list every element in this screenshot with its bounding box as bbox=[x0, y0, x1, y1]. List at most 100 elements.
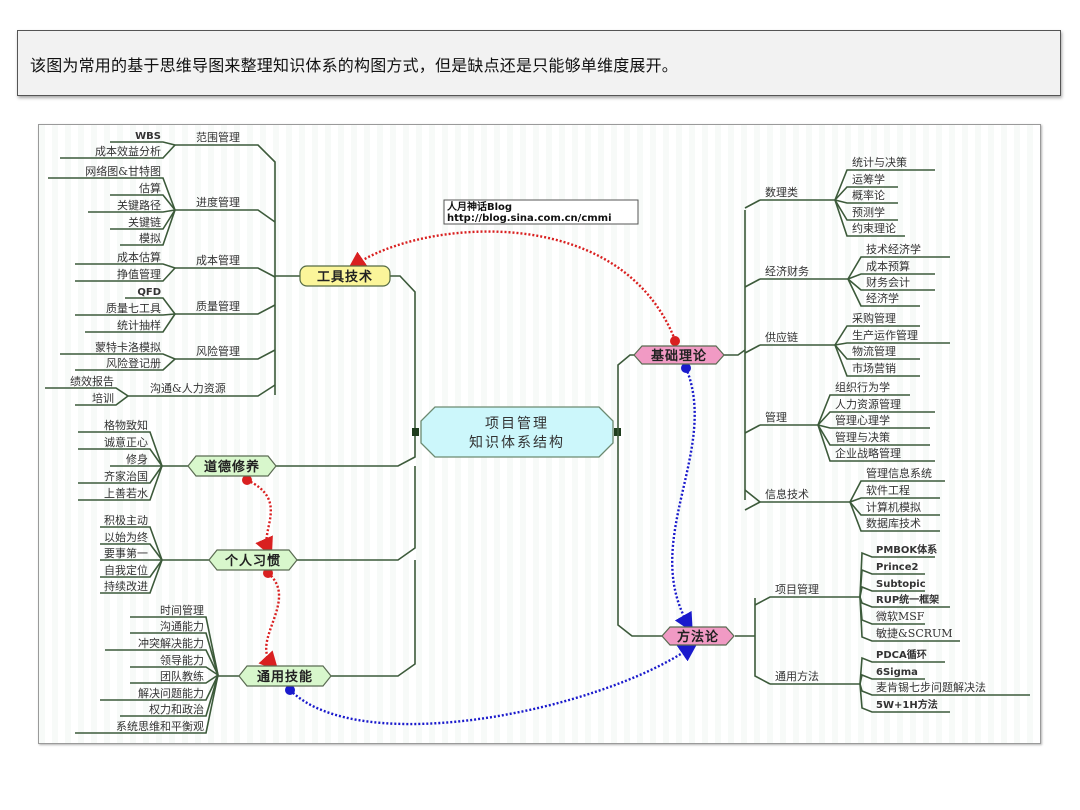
leaf-connector bbox=[834, 186, 898, 201]
group-connector bbox=[744, 344, 761, 354]
leaf-label: 成本效益分析 bbox=[95, 144, 161, 158]
link-habits-to-skills bbox=[258, 572, 281, 672]
leaf-connector bbox=[817, 394, 910, 426]
leaf-label: 预测学 bbox=[852, 205, 885, 219]
leaf-connector bbox=[834, 342, 950, 346]
leaf-label: 6Sigma bbox=[876, 667, 918, 678]
leaf-connector bbox=[60, 144, 176, 159]
leaf-connector bbox=[100, 526, 163, 561]
leaf-connector bbox=[834, 199, 898, 204]
leaf-label: 蒙特卡洛模拟 bbox=[95, 340, 161, 354]
group-connector bbox=[175, 144, 276, 395]
blog-box bbox=[443, 199, 639, 225]
group-label: 管理 bbox=[765, 410, 787, 424]
leaf-label: PMBOK体系 bbox=[876, 543, 937, 556]
link-theory-to-methods bbox=[671, 367, 696, 633]
leaf-connector bbox=[78, 465, 163, 501]
leaf-label: 管理与决策 bbox=[835, 430, 890, 444]
group-label: 风险管理 bbox=[196, 344, 240, 358]
group-label: 沟通&人力资源 bbox=[150, 381, 226, 395]
leaf-connector bbox=[110, 209, 176, 230]
node-habits[interactable] bbox=[208, 549, 298, 571]
leaf-label: 成本预算 bbox=[866, 259, 910, 273]
center-left-handle bbox=[412, 428, 419, 436]
link-dot-blue bbox=[681, 363, 691, 373]
leaf-label: 管理心理学 bbox=[835, 413, 890, 427]
leaf-label: 经济学 bbox=[866, 291, 899, 305]
leaf-label: 沟通能力 bbox=[160, 619, 204, 633]
center-node[interactable] bbox=[420, 406, 614, 458]
leaf-connector bbox=[849, 501, 940, 532]
leaf-label: 时间管理 bbox=[160, 603, 204, 617]
leaf-label: 人力资源管理 bbox=[835, 397, 901, 411]
leaf-connector bbox=[110, 141, 176, 146]
group-connector bbox=[754, 596, 860, 606]
leaf-label: 修身 bbox=[126, 452, 148, 466]
leaf-connector bbox=[817, 411, 935, 426]
leaf-label: 麦肯锡七步问题解决法 bbox=[876, 680, 986, 694]
group-connector bbox=[744, 489, 761, 503]
leaf-label: 敏捷&SCRUM bbox=[876, 626, 953, 640]
leaf-connector bbox=[105, 649, 219, 676]
leaf-label: 采购管理 bbox=[852, 311, 896, 325]
methods-trunk bbox=[754, 598, 771, 685]
leaf-label: 冲突解决能力 bbox=[138, 636, 204, 650]
leaf-label: 财务会计 bbox=[866, 275, 910, 289]
node-skills[interactable] bbox=[238, 665, 332, 687]
main-connector bbox=[297, 466, 416, 561]
node-tools-label: 工具技术 bbox=[317, 269, 373, 285]
group-connector bbox=[175, 209, 276, 223]
leaf-label: 持续改进 bbox=[104, 579, 148, 593]
leaf-connector bbox=[834, 344, 920, 377]
leaf-label: 格物致知 bbox=[104, 418, 148, 432]
group-label: 质量管理 bbox=[196, 299, 240, 313]
leaf-connector bbox=[859, 585, 925, 598]
group-connector bbox=[128, 384, 276, 397]
node-habits-label: 个人习惯 bbox=[224, 553, 281, 569]
leaf-connector bbox=[100, 559, 163, 594]
leaf-connector bbox=[75, 263, 176, 269]
leaf-label: 5W+1H方法 bbox=[876, 698, 938, 711]
leaf-connector bbox=[834, 344, 920, 360]
leaf-label: 齐家治国 bbox=[104, 469, 148, 483]
leaf-connector bbox=[75, 267, 176, 282]
main-connector bbox=[390, 275, 416, 432]
leaf-connector bbox=[60, 353, 176, 360]
leaf-connector bbox=[859, 683, 950, 713]
caption-box: 该图为常用的基于思维导图来整理知识体系的构图方式，但是缺点还是只能够单维度展开。 bbox=[17, 30, 1061, 96]
leaf-label: 微软MSF bbox=[876, 609, 925, 623]
leaf-label: 市场营销 bbox=[852, 361, 896, 375]
leaf-connector bbox=[130, 632, 219, 676]
leaf-label: 技术经济学 bbox=[866, 242, 921, 256]
leaf-connector bbox=[130, 674, 219, 684]
node-morals[interactable] bbox=[187, 455, 277, 477]
leaf-label: 团队教练 bbox=[160, 669, 204, 683]
leaf-label: 以始为终 bbox=[104, 530, 148, 544]
group-label: 项目管理 bbox=[775, 582, 819, 596]
leaf-connector bbox=[75, 395, 129, 406]
leaf-label: 解决问题能力 bbox=[138, 686, 204, 700]
leaf-connector bbox=[130, 666, 219, 676]
leaf-label: 模拟 bbox=[139, 231, 161, 245]
node-tools[interactable] bbox=[299, 265, 391, 287]
leaf-connector bbox=[78, 431, 163, 467]
leaf-connector bbox=[78, 448, 163, 467]
group-connector bbox=[744, 199, 761, 209]
leaf-connector bbox=[48, 177, 176, 211]
leaf-connector bbox=[859, 596, 960, 642]
group-label: 数理类 bbox=[765, 185, 798, 199]
leaf-connector bbox=[817, 424, 930, 429]
leaf-connector bbox=[847, 278, 920, 307]
node-methods[interactable] bbox=[661, 626, 735, 646]
leaf-label: 关键链 bbox=[128, 215, 161, 229]
group-label: 供应链 bbox=[765, 330, 798, 344]
leaf-label: Prince2 bbox=[876, 562, 919, 573]
leaf-label: 上善若水 bbox=[104, 486, 148, 500]
node-theory[interactable] bbox=[633, 345, 725, 365]
link-dot-red bbox=[670, 336, 680, 346]
leaf-label: 培训 bbox=[92, 391, 114, 405]
leaf-connector bbox=[834, 199, 898, 221]
leaf-connector bbox=[849, 501, 940, 516]
leaf-connector bbox=[130, 616, 219, 676]
node-skills-label: 通用技能 bbox=[257, 669, 313, 685]
